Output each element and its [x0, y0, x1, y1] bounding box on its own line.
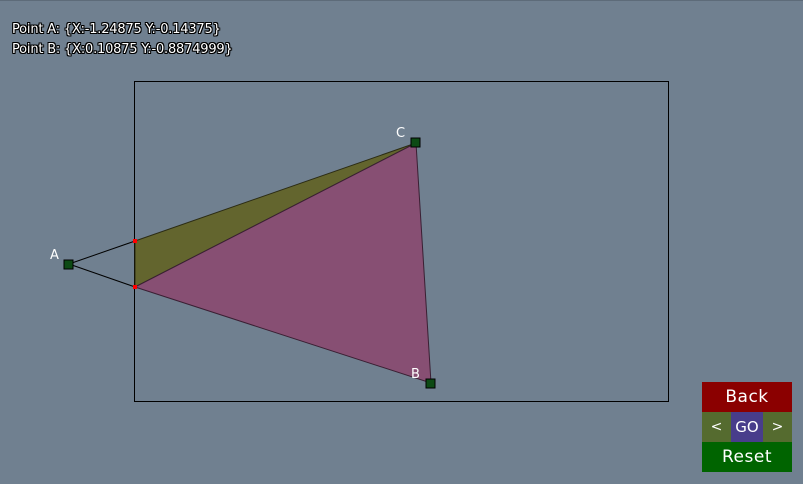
line-a-top: [68, 240, 136, 265]
point-b-handle[interactable]: [425, 378, 436, 389]
triangle-polygon: [133, 142, 432, 384]
prev-button[interactable]: <: [710, 419, 723, 435]
back-button[interactable]: Back: [702, 382, 792, 412]
line-a-bottom: [68, 263, 136, 288]
point-c-handle[interactable]: [410, 137, 421, 148]
point-c-label: C: [396, 126, 405, 141]
point-b-readout: Point B: {X:0.10875 Y:-0.8874999}: [12, 42, 233, 57]
reset-button[interactable]: Reset: [702, 442, 792, 472]
go-button[interactable]: GO: [731, 412, 763, 442]
next-button[interactable]: >: [771, 419, 784, 435]
intersection-marker-top: [133, 239, 137, 243]
point-a-readout: Point A: {X:-1.24875 Y:-0.14375}: [12, 22, 221, 37]
nav-row: < GO >: [702, 412, 792, 442]
intersection-marker-bottom: [133, 285, 137, 289]
point-b-label: B: [411, 367, 420, 382]
control-panel: Back < GO > Reset: [702, 382, 792, 472]
point-a-label: A: [50, 248, 59, 263]
point-a-handle[interactable]: [63, 259, 74, 270]
